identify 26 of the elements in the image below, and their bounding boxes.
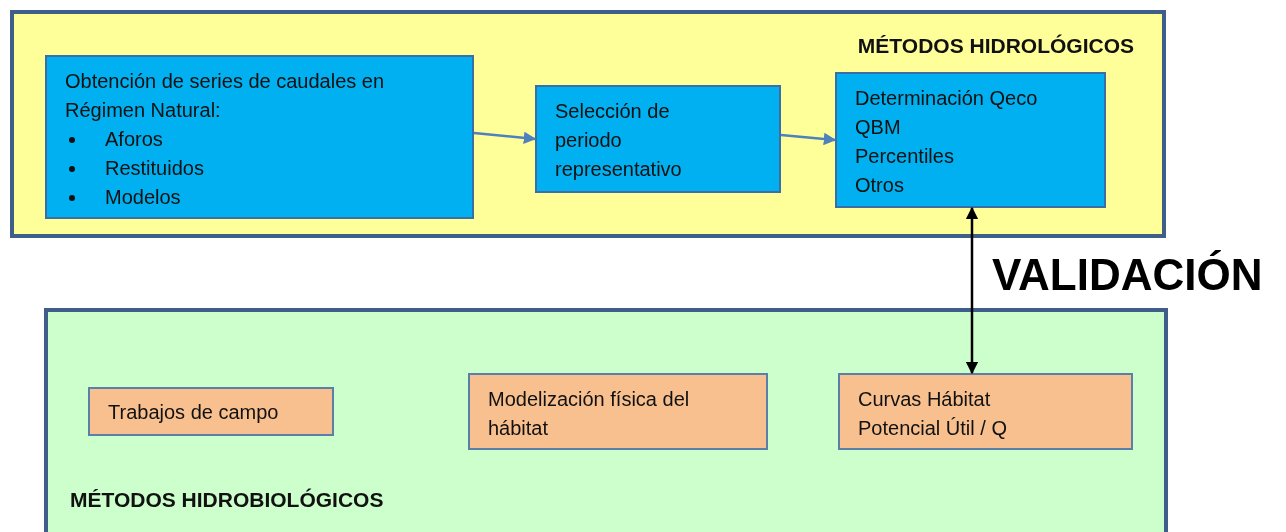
group-panel (10, 10, 1166, 238)
group-heading: MÉTODOS HIDROBIOLÓGICOS (70, 488, 384, 512)
box-text: Trabajos de campo (108, 400, 280, 425)
bullet-text: Aforos (105, 127, 163, 152)
box-text: Curvas Hábitat Potencial Útil / Q (858, 387, 1008, 441)
box-text: Percentiles (855, 144, 955, 169)
box-text: Otros (855, 173, 905, 198)
edge-label: VALIDACIÓN (992, 250, 1263, 300)
bullet-text: Modelos (105, 185, 181, 210)
box-text: Modelización física del hábitat (488, 387, 691, 441)
process-box (88, 387, 334, 436)
box-text: QBM (855, 115, 902, 140)
arrow (473, 131, 537, 145)
box-text: Selección de periodo representativo (555, 99, 683, 182)
process-box (535, 85, 781, 193)
group-panel (44, 308, 1168, 532)
box-text: Determinación Qeco (855, 86, 1039, 111)
group-heading: MÉTODOS HIDROLÓGICOS (857, 34, 1134, 58)
process-box (835, 72, 1106, 208)
arrow (780, 132, 837, 146)
arrow (965, 206, 979, 375)
process-box (468, 373, 768, 450)
process-box (838, 373, 1133, 450)
process-box (45, 55, 474, 219)
bullet-text: Restituidos (105, 156, 204, 181)
box-text: Obtención de series de caudales en Régimen Natural: (65, 69, 386, 123)
